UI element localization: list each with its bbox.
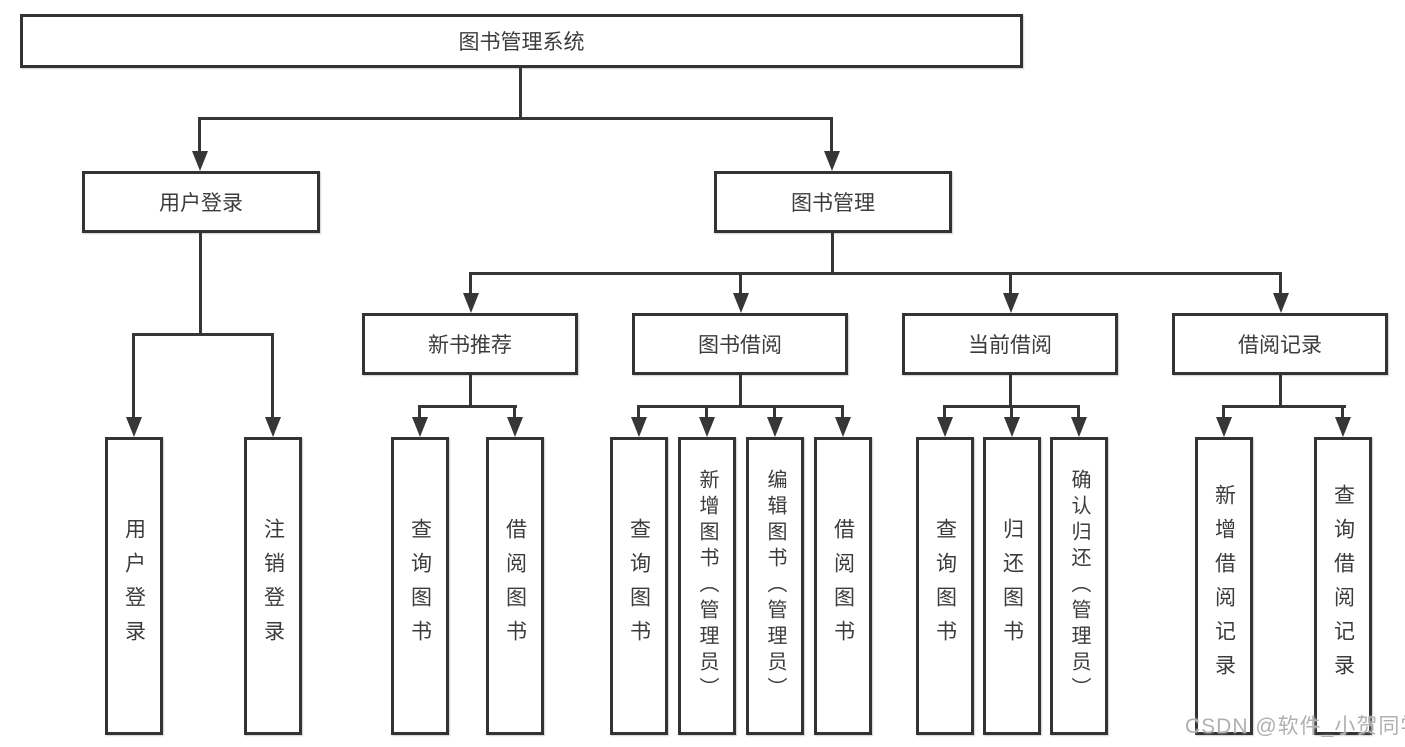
connector-root-hline xyxy=(199,117,833,120)
connector-drop-section xyxy=(1009,272,1012,293)
node-label: 借阅记录 xyxy=(1238,334,1322,357)
connector-drop-leaf xyxy=(637,405,640,419)
leaf-add-borrow-record: 新增借阅记录 xyxy=(1195,437,1253,735)
leaf-label: 新增借阅记录 xyxy=(1212,484,1236,688)
node-label: 图书管理系统 xyxy=(458,31,585,54)
leaf-label: 归还图书 xyxy=(1000,518,1024,654)
arrow-down-icon xyxy=(1004,417,1020,437)
leaf-logout: 注销登录 xyxy=(244,437,302,735)
arrow-down-icon xyxy=(412,417,428,437)
csdn-watermark: CSDN @软件_小贺同学 xyxy=(1185,715,1405,738)
connector-section-hline xyxy=(1222,405,1346,408)
connector-drop-section xyxy=(739,272,742,293)
leaf-label: 编辑图书（管理员） xyxy=(764,469,786,703)
connector-drop-leaf xyxy=(705,405,708,419)
connector-drop-leaf xyxy=(943,405,946,419)
connector-drop-leaf xyxy=(132,333,135,417)
connector-book-management-stem xyxy=(831,233,834,275)
leaf-return-books: 归还图书 xyxy=(983,437,1041,735)
leaf-label: 注销登录 xyxy=(261,518,285,654)
node-label: 新书推荐 xyxy=(428,334,512,357)
leaf-query-borrow-record: 查询借阅记录 xyxy=(1314,437,1372,735)
node-book-management: 图书管理 xyxy=(714,171,952,233)
leaf-label: 借阅图书 xyxy=(831,518,855,654)
node-borrowing-records: 借阅记录 xyxy=(1172,313,1388,375)
connector-user-login-hline xyxy=(133,333,274,336)
arrow-down-icon xyxy=(1273,293,1289,313)
leaf-label: 确认归还（管理员） xyxy=(1068,469,1090,703)
arrow-to-book-management-icon xyxy=(824,151,840,171)
node-label: 图书管理 xyxy=(791,192,875,215)
connector-section-hline xyxy=(418,405,517,408)
connector-drop-leaf xyxy=(1341,405,1344,419)
connector-section-stem xyxy=(1279,375,1282,408)
arrow-down-icon xyxy=(733,293,749,313)
connector-drop-leaf xyxy=(1077,405,1080,419)
leaf-label: 查询图书 xyxy=(933,518,957,654)
arrow-down-icon xyxy=(1216,417,1232,437)
leaf-user-login: 用户登录 xyxy=(105,437,163,735)
node-label: 用户登录 xyxy=(159,192,243,215)
connector-section-stem xyxy=(1009,375,1012,408)
leaf-query-books: 查询图书 xyxy=(916,437,974,735)
connector-drop-leaf xyxy=(1010,405,1013,419)
node-new-book-recommendation: 新书推荐 xyxy=(362,313,578,375)
connector-drop-user-login xyxy=(198,117,201,153)
leaf-query-books: 查询图书 xyxy=(391,437,449,735)
arrow-down-icon xyxy=(126,417,142,437)
connector-drop-leaf xyxy=(271,333,274,417)
connector-drop-leaf xyxy=(418,405,421,419)
connector-section-hline xyxy=(637,405,844,408)
arrow-down-icon xyxy=(1335,417,1351,437)
arrow-down-icon xyxy=(265,417,281,437)
leaf-edit-books-admin: 编辑图书（管理员） xyxy=(746,437,804,735)
connector-root-stem xyxy=(519,68,522,118)
node-user-login: 用户登录 xyxy=(82,171,320,233)
connector-drop-book-management xyxy=(830,117,833,153)
connector-drop-leaf xyxy=(841,405,844,419)
node-label: 图书借阅 xyxy=(698,334,782,357)
connector-section-stem xyxy=(739,375,742,408)
leaf-borrow-books: 借阅图书 xyxy=(814,437,872,735)
arrow-down-icon xyxy=(835,417,851,437)
leaf-label: 查询图书 xyxy=(627,518,651,654)
connector-section-stem xyxy=(469,375,472,408)
leaf-add-books-admin: 新增图书（管理员） xyxy=(678,437,736,735)
connector-user-login-stem xyxy=(199,233,202,336)
arrow-down-icon xyxy=(507,417,523,437)
connector-drop-leaf xyxy=(773,405,776,419)
arrow-down-icon xyxy=(767,417,783,437)
node-current-borrowing: 当前借阅 xyxy=(902,313,1118,375)
node-label: 当前借阅 xyxy=(968,334,1052,357)
leaf-borrow-books: 借阅图书 xyxy=(486,437,544,735)
leaf-label: 新增图书（管理员） xyxy=(696,469,718,703)
arrow-down-icon xyxy=(1003,293,1019,313)
leaf-confirm-return-admin: 确认归还（管理员） xyxy=(1050,437,1108,735)
connector-drop-leaf xyxy=(1222,405,1225,419)
leaf-label: 查询借阅记录 xyxy=(1331,484,1355,688)
connector-drop-section xyxy=(469,272,472,293)
arrow-down-icon xyxy=(1071,417,1087,437)
arrow-to-user-login-icon xyxy=(192,151,208,171)
connector-book-management-hline xyxy=(469,272,1282,275)
arrow-down-icon xyxy=(463,293,479,313)
arrow-down-icon xyxy=(699,417,715,437)
arrow-down-icon xyxy=(631,417,647,437)
leaf-query-books: 查询图书 xyxy=(610,437,668,735)
leaf-label: 用户登录 xyxy=(122,518,146,654)
leaf-label: 借阅图书 xyxy=(503,518,527,654)
node-book-borrowing: 图书借阅 xyxy=(632,313,848,375)
connector-drop-section xyxy=(1279,272,1282,293)
leaf-label: 查询图书 xyxy=(408,518,432,654)
connector-drop-leaf xyxy=(513,405,516,419)
node-library-management-system: 图书管理系统 xyxy=(20,14,1023,68)
arrow-down-icon xyxy=(937,417,953,437)
